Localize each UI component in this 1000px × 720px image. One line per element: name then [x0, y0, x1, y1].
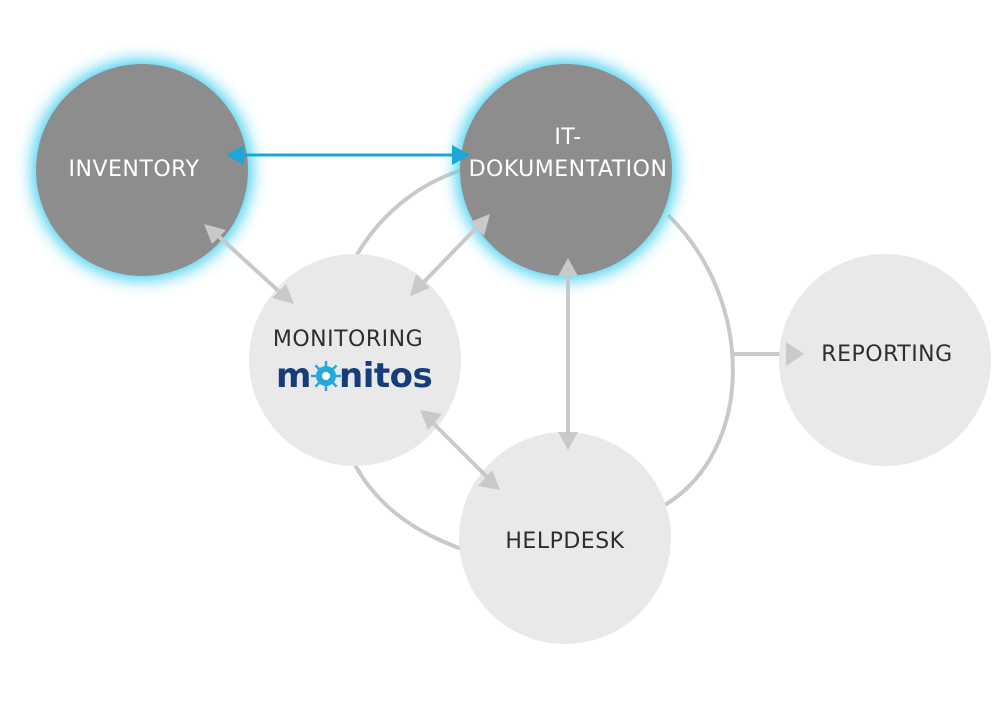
node-reporting[interactable] — [779, 254, 991, 466]
highlight-arrowhead-right-icon — [452, 145, 470, 165]
logo-text-nitos: nitos — [339, 356, 432, 396]
connector-arrows — [204, 214, 804, 490]
arrow-inventory-monitoring — [212, 230, 286, 298]
arrowhead-reporting-icon — [786, 342, 804, 366]
arrow-itdoku-monitoring — [416, 220, 484, 290]
ship-wheel-icon — [311, 361, 341, 391]
node-it-dokumentation[interactable] — [460, 64, 672, 276]
arrowhead-icon — [558, 258, 578, 276]
curve-monitoring-to-helpdesk — [353, 464, 471, 554]
monitos-logo: m nitos — [276, 356, 433, 396]
connector-curves — [353, 168, 790, 554]
monitoring-label: MONITORING — [273, 327, 423, 352]
arrowhead-icon — [478, 470, 500, 490]
inventory-label: INVENTORY — [69, 157, 200, 182]
arrowhead-icon — [272, 284, 294, 304]
node-inventory[interactable] — [36, 64, 248, 276]
logo-text-m: m — [276, 356, 311, 396]
arrowhead-icon — [410, 274, 430, 296]
highlight-arrow-inventory-itdoku — [226, 145, 470, 165]
node-helpdesk[interactable] — [459, 432, 671, 644]
it-dokumentation-label-line1: IT- — [554, 125, 581, 150]
reporting-label: REPORTING — [821, 342, 952, 367]
helpdesk-label: HELPDESK — [505, 529, 624, 554]
arrowhead-icon — [470, 214, 490, 236]
node-monitoring[interactable] — [249, 254, 461, 466]
arrowhead-icon — [558, 432, 578, 450]
highlight-arrowhead-left-icon — [226, 145, 244, 165]
curve-monitoring-to-itdoku — [353, 168, 463, 259]
curve-itdoku-to-helpdesk-right — [663, 213, 735, 507]
arrow-monitoring-helpdesk — [426, 416, 494, 484]
it-dokumentation-label-line2: DOKUMENTATION — [469, 157, 668, 182]
arrowhead-icon — [204, 224, 226, 244]
arrowhead-icon — [420, 410, 442, 430]
